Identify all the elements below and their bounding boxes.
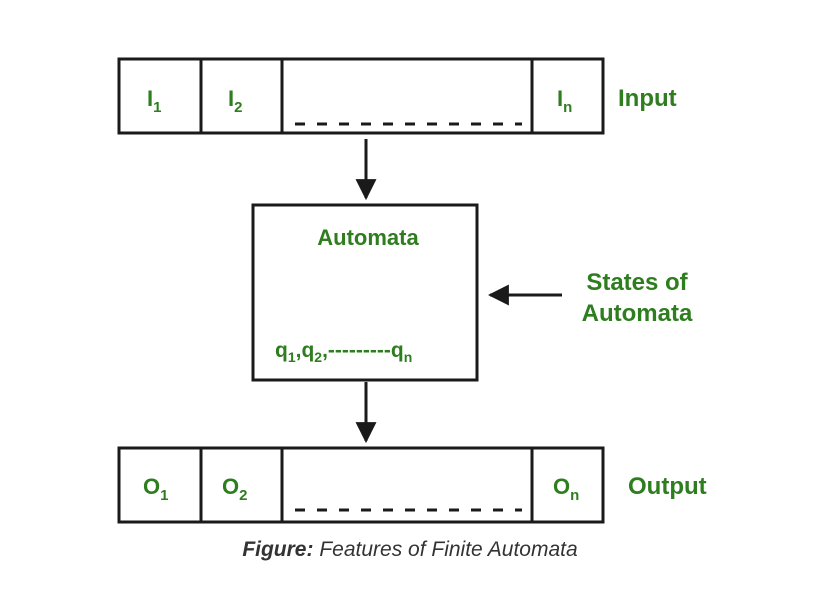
output-cell-n: On <box>553 474 579 504</box>
input-cell-2: I2 <box>228 86 242 116</box>
input-tape-outline <box>117 57 605 135</box>
output-label: Output <box>628 473 707 500</box>
input-cell-n: In <box>557 86 572 116</box>
caption-text: Features of Finite Automata <box>313 538 578 561</box>
figure-caption: Figure: Features of Finite Automata <box>0 538 820 562</box>
automata-box <box>251 203 479 382</box>
states-label-line1: States of <box>586 269 688 296</box>
input-cell-1: I1 <box>147 86 161 116</box>
caption-bold: Figure: <box>242 538 314 561</box>
output-tape-outline <box>117 446 605 524</box>
states-label-line2: Automata <box>582 300 693 327</box>
output-tape <box>117 446 605 524</box>
output-cell-2: O2 <box>222 474 247 504</box>
automata-title: Automata <box>317 225 419 250</box>
output-cell-1: O1 <box>143 474 168 504</box>
input-tape <box>117 57 605 135</box>
input-label: Input <box>618 85 677 112</box>
automata-states-text: q1,q2,---------qn <box>275 339 412 365</box>
